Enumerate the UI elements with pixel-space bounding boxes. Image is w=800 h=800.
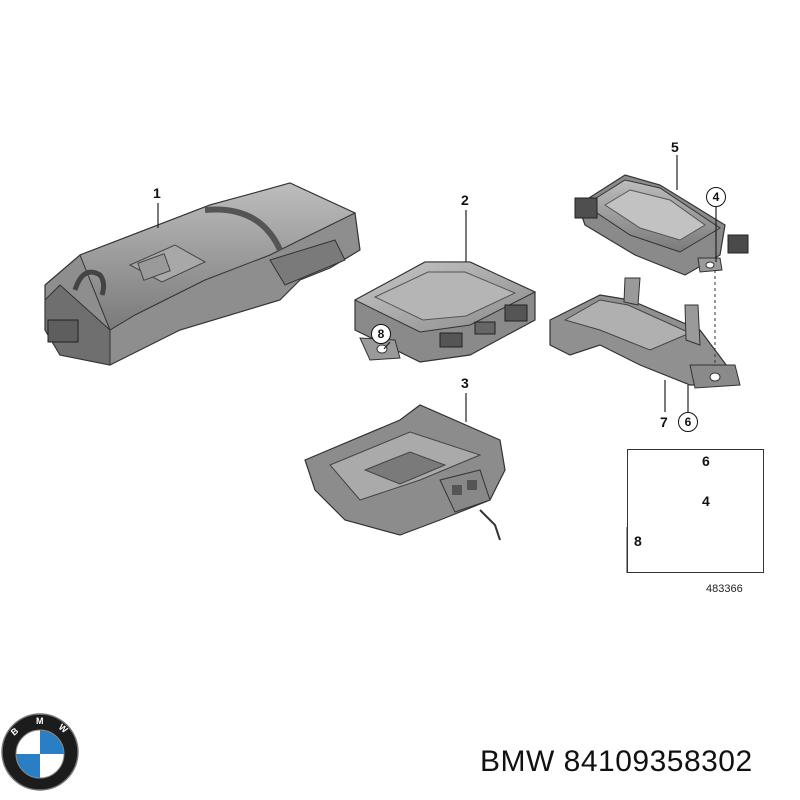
part-1-charging-tray	[44, 182, 361, 366]
callout-1: 1	[153, 185, 161, 201]
callout-circle-4: 4	[706, 187, 726, 207]
callout-circle-8: 8	[371, 324, 391, 344]
legend-num-4: 4	[702, 493, 710, 509]
bmw-logo: B M W	[1, 713, 79, 791]
logo-letter-m: M	[36, 716, 44, 726]
callout-7: 7	[660, 414, 668, 430]
legend-num-8: 8	[634, 533, 642, 549]
hardware-legend-table	[627, 449, 764, 573]
part-7-mounting-bracket	[549, 270, 741, 389]
callout-5: 5	[671, 139, 679, 155]
logo-letter-b: B	[9, 725, 21, 737]
legend-num-6: 6	[702, 453, 710, 469]
callout-2: 2	[461, 192, 469, 208]
part-2-control-module	[353, 261, 537, 363]
leader-lines	[157, 155, 717, 422]
callout-circle-6: 6	[678, 412, 698, 432]
part-5-antenna-module	[574, 174, 749, 276]
part-number-caption: BMW 84109358302	[480, 745, 753, 778]
callout-3: 3	[461, 375, 469, 391]
part-3-bracket	[304, 404, 506, 541]
diagram-id: 483366	[706, 583, 743, 595]
